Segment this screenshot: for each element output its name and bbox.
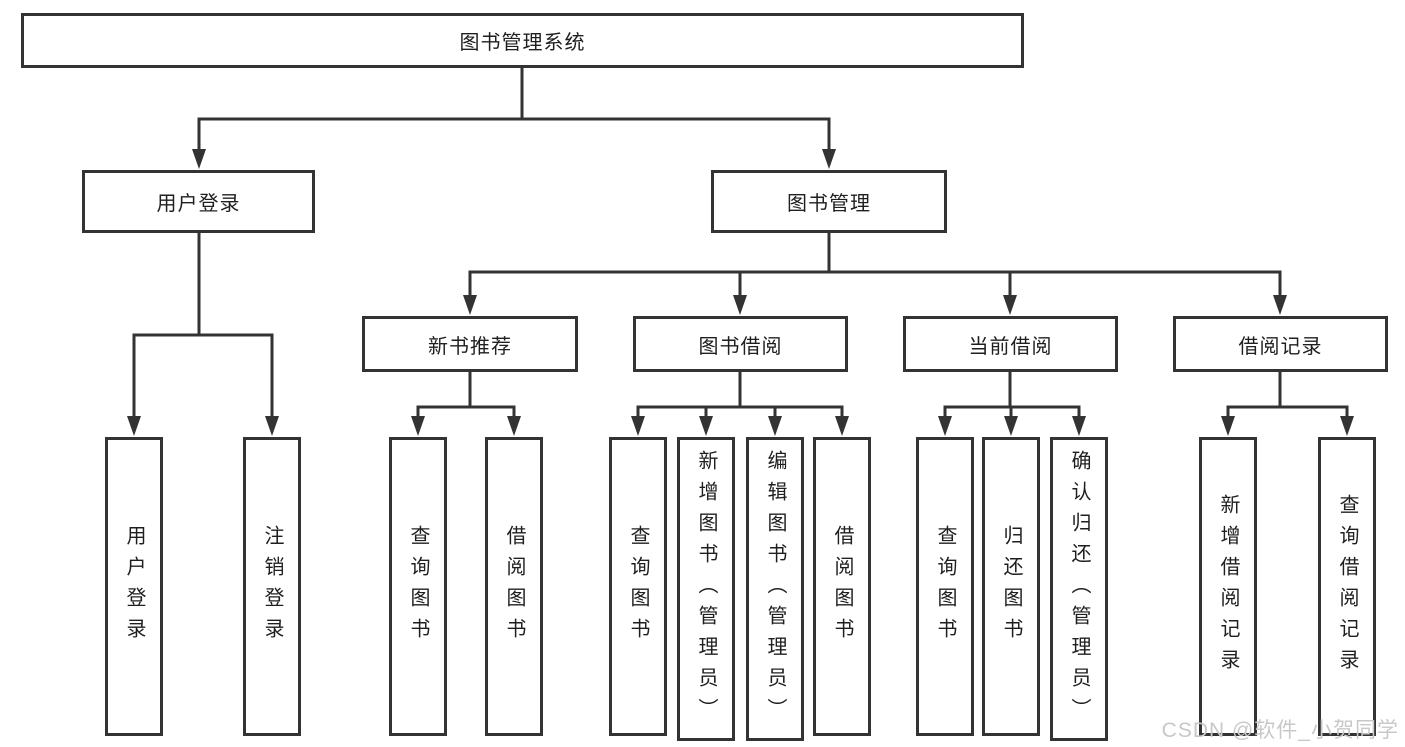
leaf-confirm-return-admin: 确认归还（管理员） bbox=[1050, 437, 1108, 741]
leaf-logout: 注销登录 bbox=[243, 437, 301, 736]
connector-group-root bbox=[197, 68, 831, 151]
leaf-label: 编辑图书（管理员） bbox=[764, 449, 786, 729]
leaf-label: 查询图书 bbox=[934, 524, 956, 649]
leaf-label: 用户登录 bbox=[123, 524, 145, 649]
node-book-borrowing: 图书借阅 bbox=[633, 316, 848, 372]
leaf-label: 新增借阅记录 bbox=[1217, 493, 1239, 680]
leaf-borrow-books-borrowing: 借阅图书 bbox=[813, 437, 871, 736]
leaf-query-borrow-record: 查询借阅记录 bbox=[1318, 437, 1376, 736]
leaf-label: 确认归还（管理员） bbox=[1068, 449, 1090, 729]
leaf-query-books-current: 查询图书 bbox=[916, 437, 974, 736]
node-borrowing-records: 借阅记录 bbox=[1173, 316, 1388, 372]
leaf-label: 注销登录 bbox=[261, 524, 283, 649]
leaf-user-login: 用户登录 bbox=[105, 437, 163, 736]
connector-group-book-borrowing bbox=[636, 372, 844, 418]
node-library-management-system: 图书管理系统 bbox=[21, 13, 1024, 68]
node-label: 图书借阅 bbox=[698, 335, 783, 358]
node-label: 用户登录 bbox=[156, 193, 241, 215]
leaf-label: 新增图书（管理员） bbox=[695, 449, 717, 729]
leaf-add-borrow-record: 新增借阅记录 bbox=[1199, 437, 1257, 736]
node-user-login: 用户登录 bbox=[82, 170, 315, 233]
node-current-borrowing: 当前借阅 bbox=[903, 316, 1118, 372]
node-label: 新书推荐 bbox=[428, 335, 512, 358]
arrowheads bbox=[127, 149, 1354, 436]
leaf-label: 查询图书 bbox=[627, 524, 649, 649]
node-label: 当前借阅 bbox=[968, 335, 1053, 358]
connector-group-new-book-recommend bbox=[416, 372, 516, 418]
node-label: 图书管理 bbox=[787, 193, 871, 215]
leaf-label: 归还图书 bbox=[1000, 524, 1022, 649]
leaf-label: 查询借阅记录 bbox=[1336, 493, 1358, 680]
connector-group-book-management bbox=[468, 233, 1282, 297]
csdn-watermark: CSDN @软件_小贺同学 bbox=[1161, 719, 1399, 742]
node-label: 借阅记录 bbox=[1238, 335, 1323, 358]
leaf-edit-books-admin: 编辑图书（管理员） bbox=[746, 437, 804, 741]
leaf-label: 借阅图书 bbox=[831, 524, 853, 649]
node-new-book-recommend: 新书推荐 bbox=[362, 316, 578, 372]
leaf-label: 借阅图书 bbox=[503, 524, 525, 649]
connector-group-borrowing-records bbox=[1226, 372, 1349, 418]
leaf-borrow-books-recommend: 借阅图书 bbox=[485, 437, 543, 736]
leaf-add-books-admin: 新增图书（管理员） bbox=[677, 437, 735, 741]
connector-group-current-borrowing bbox=[943, 372, 1081, 418]
leaf-query-books-borrowing: 查询图书 bbox=[609, 437, 667, 736]
leaf-label: 查询图书 bbox=[407, 524, 429, 649]
node-label: 图书管理系统 bbox=[459, 32, 586, 54]
leaf-query-books-recommend: 查询图书 bbox=[389, 437, 447, 736]
connector-group-user-login bbox=[132, 233, 274, 418]
node-book-management: 图书管理 bbox=[711, 170, 947, 233]
leaf-return-books: 归还图书 bbox=[982, 437, 1040, 736]
